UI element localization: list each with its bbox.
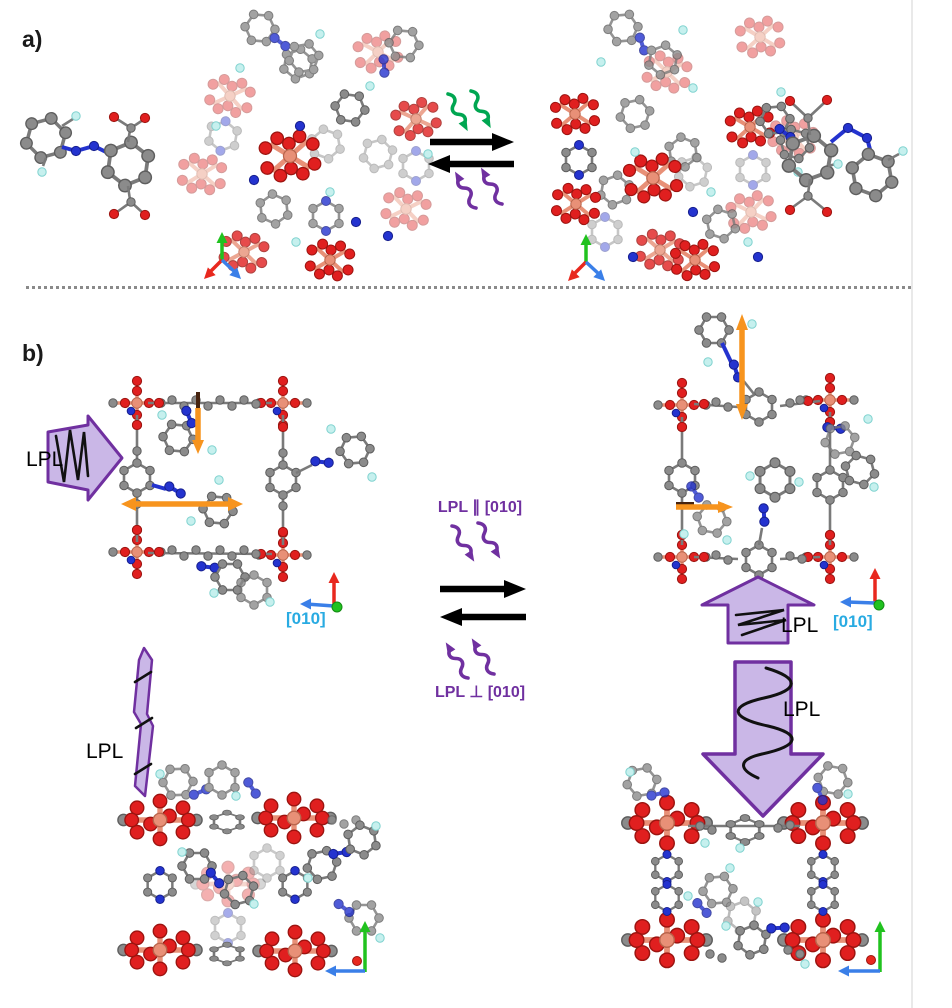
reverse-arrow xyxy=(428,155,450,173)
forward-condition-label: LPL ∥ [010] xyxy=(437,499,523,516)
panel-divider xyxy=(26,286,911,289)
reverse-arrow xyxy=(440,608,462,626)
polarization-wave xyxy=(734,608,787,637)
axis-indicator-bb-right xyxy=(838,921,886,977)
violet-light-parallel-icon xyxy=(446,521,480,566)
mof-square-trans xyxy=(107,374,381,611)
axis-indicator-b-left xyxy=(300,572,343,613)
panel-b-label: b) xyxy=(22,340,44,366)
azo-bridge xyxy=(61,140,109,157)
transition-dipole-vertical xyxy=(736,314,748,420)
polarization-dashes xyxy=(133,670,154,776)
mof-side-view-cis xyxy=(617,754,886,977)
forward-arrow xyxy=(492,133,514,151)
cis-azobenzene-molecule xyxy=(777,94,908,218)
carboxylate-bottom xyxy=(784,178,833,218)
axis-indicator-a-left xyxy=(200,232,245,283)
lpl-horizontal-arrow xyxy=(46,414,124,502)
mof-side-view-trans xyxy=(112,755,390,1008)
lpl-vertical-down-arrow xyxy=(701,660,825,818)
equilibrium-arrows-a xyxy=(428,133,514,173)
trans-azobenzene-molecule xyxy=(14,105,159,221)
panel-a-label: a) xyxy=(22,26,43,52)
lpl-side-label: LPL xyxy=(26,448,64,471)
reverse-condition-label: LPL ⊥ [010] xyxy=(434,684,526,701)
polarization-wave xyxy=(54,429,90,483)
mof-square-cis xyxy=(652,303,884,586)
lpl-edge-on-arrow xyxy=(132,646,155,798)
transition-dipole-vertical xyxy=(192,392,204,454)
axis-indicator-a-right xyxy=(564,234,609,285)
axis-indicator-bb-left xyxy=(325,921,371,977)
transition-dipole-horizontal xyxy=(676,501,733,513)
lpl-down-label: LPL xyxy=(783,698,821,721)
axis-indicator-b-right xyxy=(840,568,885,611)
forward-arrow xyxy=(504,580,526,598)
carboxylate-top xyxy=(784,94,833,136)
polarization-wave xyxy=(736,666,794,780)
page-border-line xyxy=(911,0,913,1008)
axis-label-left: [010] xyxy=(286,609,326,628)
transition-dipole-horizontal xyxy=(121,497,243,511)
lpl-vertical-up-arrow xyxy=(700,575,816,645)
lpl-up-label: LPL xyxy=(781,614,819,637)
violet-light-icon xyxy=(449,163,508,213)
violet-light-perpendicular-icon xyxy=(440,638,474,683)
carboxylate-bottom xyxy=(108,185,151,221)
axis-label-right: [010] xyxy=(833,612,873,631)
carboxylate-top xyxy=(108,111,151,143)
equilibrium-arrows-b xyxy=(440,518,526,683)
lpl-edge-label: LPL xyxy=(86,740,124,763)
